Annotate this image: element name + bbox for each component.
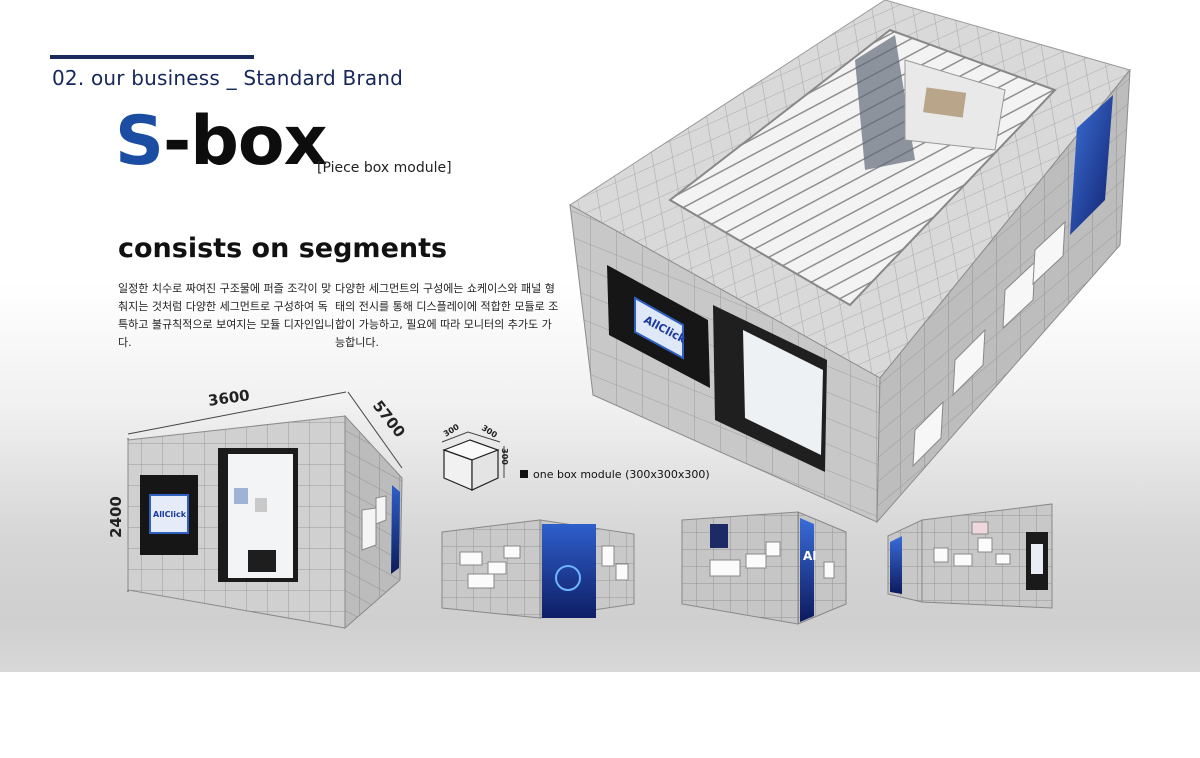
brand-title-s: S <box>115 102 164 181</box>
section-title: 02. our business _ Standard Brand <box>52 66 404 90</box>
brand-title: S-box <box>115 108 327 176</box>
bullet-square-icon <box>520 470 528 478</box>
dim-monitor-logo: AllClick <box>153 510 187 519</box>
cube-label-height: 300 <box>499 448 509 465</box>
booth-variant-2: AI <box>681 511 847 625</box>
booth-dimension-render: AllClick <box>127 391 403 630</box>
header-rule <box>50 55 254 59</box>
booth-aerial-render: AllClick <box>569 0 1131 524</box>
description-left: 일정한 치수로 짜여진 구조물에 퍼즐 조각이 맞춰지는 것처럼 다양한 세그먼… <box>118 282 335 349</box>
presentation-panel: 02. our business _ Standard Brand S-box … <box>0 0 1200 672</box>
ai-panel-text: AI <box>803 549 817 563</box>
dimension-height: 2400 <box>106 496 125 538</box>
booth-variant-1 <box>441 519 635 619</box>
brand-subtitle: [Piece box module] <box>317 160 452 176</box>
segments-heading: consists on segments <box>118 233 448 264</box>
module-note-text: one box module (300x300x300) <box>533 468 710 481</box>
module-note: one box module (300x300x300) <box>520 468 710 481</box>
booth-variant-3 <box>887 503 1053 609</box>
module-cube-diagram <box>441 431 505 491</box>
description-right: 다양한 세그먼트의 구성에는 쇼케이스와 패널 형태의 전시를 통해 디스플레이… <box>335 282 559 349</box>
brand-title-rest: -box <box>162 102 327 181</box>
